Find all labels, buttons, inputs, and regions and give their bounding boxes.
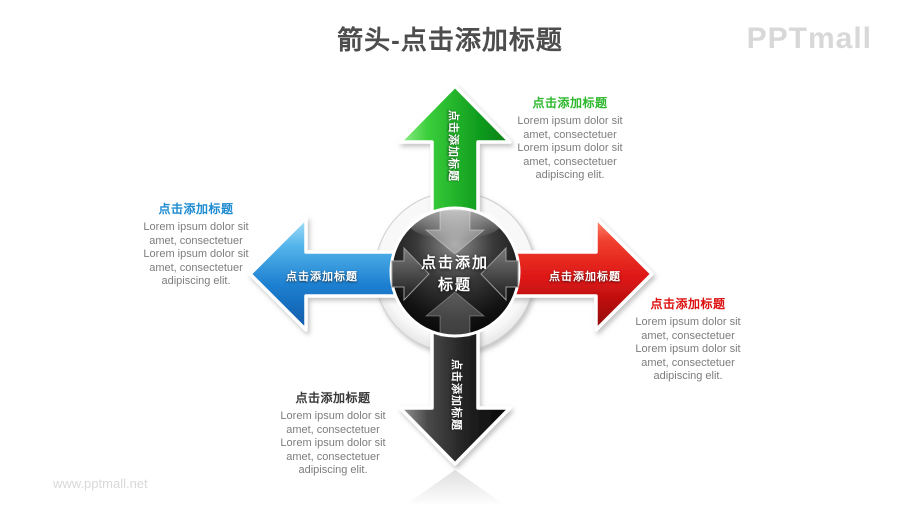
watermark: www.pptmall.net xyxy=(53,476,148,491)
text-block-bottom-heading[interactable]: 点击添加标题 xyxy=(295,391,371,405)
text-block-top-right: 点击添加标题 Lorem ipsum dolor sit amet, conse… xyxy=(503,94,637,183)
center-circle-label[interactable]: 点击添加 标题 xyxy=(421,252,489,296)
text-block-left-body[interactable]: Lorem ipsum dolor sit amet, consectetuer… xyxy=(143,221,249,287)
arrow-down-label[interactable]: 点击添加标题 xyxy=(450,359,462,431)
arrow-right-label[interactable]: 点击添加标题 xyxy=(549,271,621,283)
text-block-bottom: 点击添加标题 Lorem ipsum dolor sit amet, conse… xyxy=(266,389,400,478)
text-block-right-body[interactable]: Lorem ipsum dolor sit amet, consectetuer… xyxy=(635,316,741,382)
arrow-up-label[interactable]: 点击添加标题 xyxy=(447,110,459,182)
text-block-right-heading[interactable]: 点击添加标题 xyxy=(650,297,726,311)
text-block-left: 点击添加标题 Lorem ipsum dolor sit amet, conse… xyxy=(129,200,263,289)
center-label-line2: 标题 xyxy=(437,276,473,293)
text-block-bottom-body[interactable]: Lorem ipsum dolor sit amet, consectetuer… xyxy=(280,410,386,476)
text-block-left-heading[interactable]: 点击添加标题 xyxy=(158,202,234,216)
text-block-top-heading[interactable]: 点击添加标题 xyxy=(532,96,608,110)
sphere-gloss-highlight xyxy=(409,209,501,239)
page-title[interactable]: 箭头-点击添加标题 xyxy=(337,25,563,55)
brand-logo: PPTmall xyxy=(746,22,872,55)
arrow-left-label[interactable]: 点击添加标题 xyxy=(286,271,358,283)
text-block-top-body[interactable]: Lorem ipsum dolor sit amet, consectetuer… xyxy=(517,115,623,181)
center-sphere[interactable] xyxy=(389,206,521,338)
ghost-arrow-left-icon xyxy=(391,246,430,302)
text-block-right: 点击添加标题 Lorem ipsum dolor sit amet, conse… xyxy=(621,295,755,384)
ghost-arrow-bottom-icon xyxy=(424,291,486,337)
center-label-line1: 点击添加 xyxy=(420,254,490,272)
ghost-arrow-top-icon xyxy=(424,209,486,255)
arrow-reflection xyxy=(404,470,506,506)
ghost-arrow-right-icon xyxy=(480,246,519,302)
